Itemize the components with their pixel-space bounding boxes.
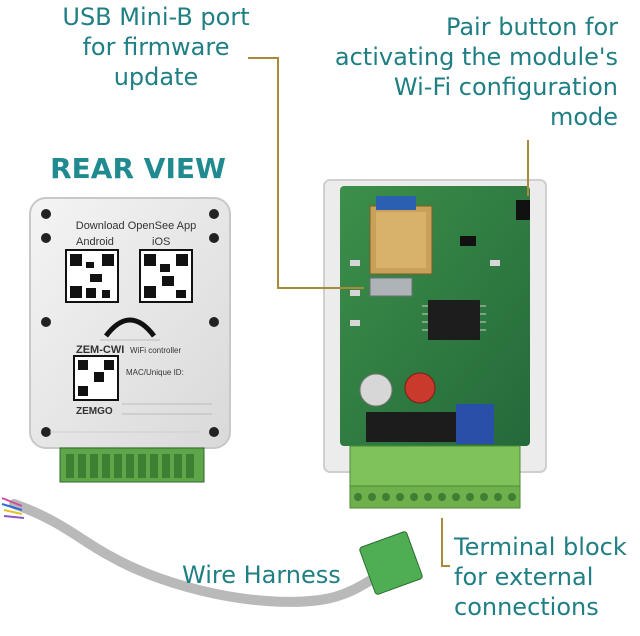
harness-connector	[359, 531, 423, 595]
usb-port	[369, 277, 413, 297]
usb-port-label: USB Mini-B port for firmware update	[62, 3, 250, 91]
rear-enclosure	[29, 197, 231, 483]
pair-button-label: Pair button for activating the module's …	[334, 13, 618, 131]
mac-label: MAC/Unique ID:	[126, 368, 184, 377]
wifi-controller-label: WiFi controller	[130, 346, 182, 355]
leader-lines	[248, 57, 529, 567]
capacitor-grey	[359, 373, 393, 407]
mcu-chip	[428, 300, 480, 340]
front-module	[323, 179, 547, 509]
antenna	[376, 196, 416, 210]
pair-button	[516, 200, 530, 220]
model-label: ZEM-CWI	[76, 344, 125, 356]
capacitor-red	[404, 372, 436, 404]
terminal-block-label: Terminal block for external connections	[454, 533, 627, 621]
relay	[456, 404, 494, 444]
pairing-arch-icon	[104, 317, 156, 338]
download-app-text: Download OpenSee App	[75, 220, 197, 232]
wire-harness-label: Wire Harness	[182, 561, 341, 589]
wire-harness	[1, 497, 423, 607]
ios-label: iOS	[152, 236, 171, 248]
terminal-block	[349, 445, 521, 487]
rear-view-title: REAR VIEW	[50, 152, 226, 185]
qr-code-android	[65, 249, 119, 303]
android-label: Android	[76, 236, 114, 248]
qr-code-ios	[139, 249, 193, 303]
brand-label: ZEMGO	[76, 406, 113, 417]
qr-code-mac	[73, 355, 119, 401]
